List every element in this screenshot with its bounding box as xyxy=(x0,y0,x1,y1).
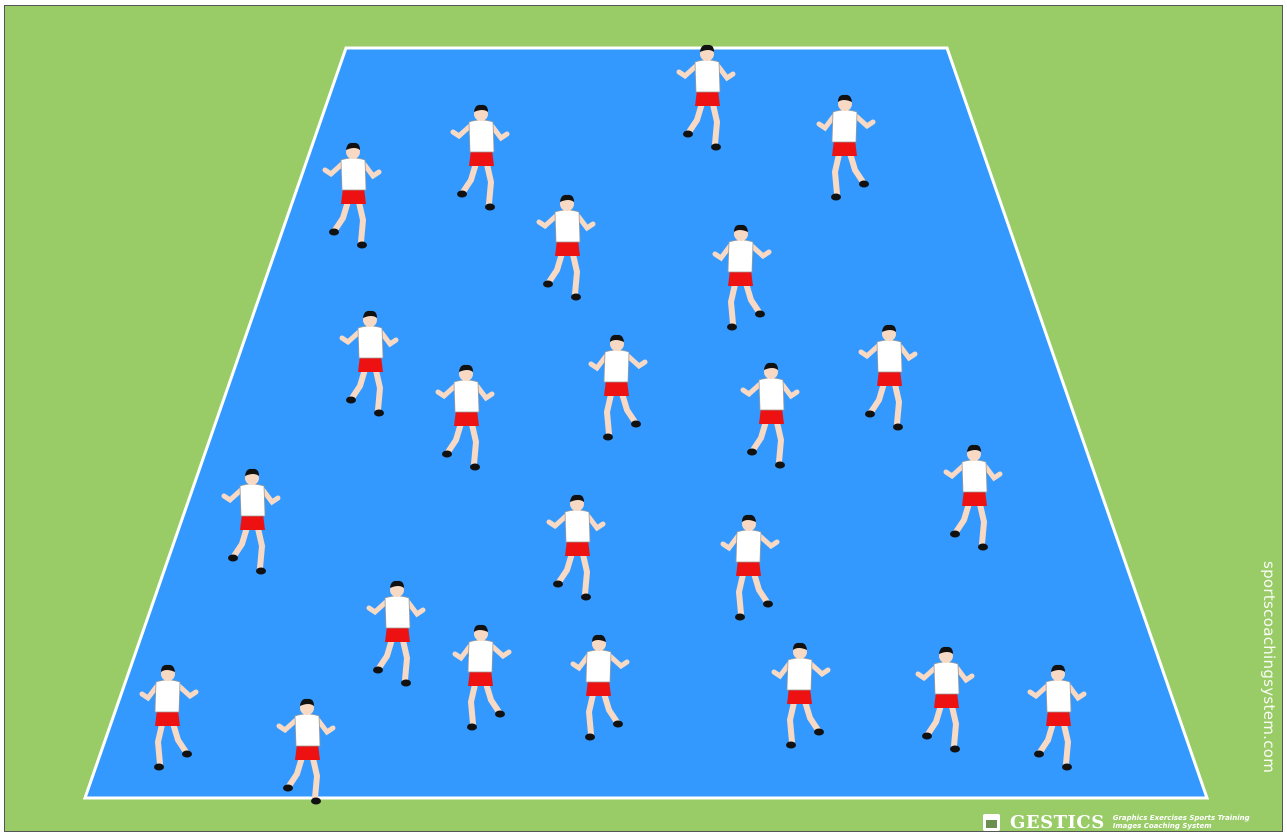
brand-name: GESTICS xyxy=(1010,812,1105,833)
brand-tagline-line-2: Images Coaching System xyxy=(1113,822,1250,830)
brand-logo-block: GESTICS Graphics Exercises Sports Traini… xyxy=(983,811,1250,832)
pitch-scene xyxy=(5,6,1282,831)
diagram-frame: sportscoachingsystem.com GESTICS Graphic… xyxy=(4,5,1283,832)
website-watermark: sportscoachingsystem.com xyxy=(1260,561,1278,773)
brand-tagline: Graphics Exercises Sports Training Image… xyxy=(1113,814,1250,830)
brand-tagline-line-1: Graphics Exercises Sports Training xyxy=(1113,814,1250,822)
gestics-logo-icon xyxy=(983,814,1000,831)
